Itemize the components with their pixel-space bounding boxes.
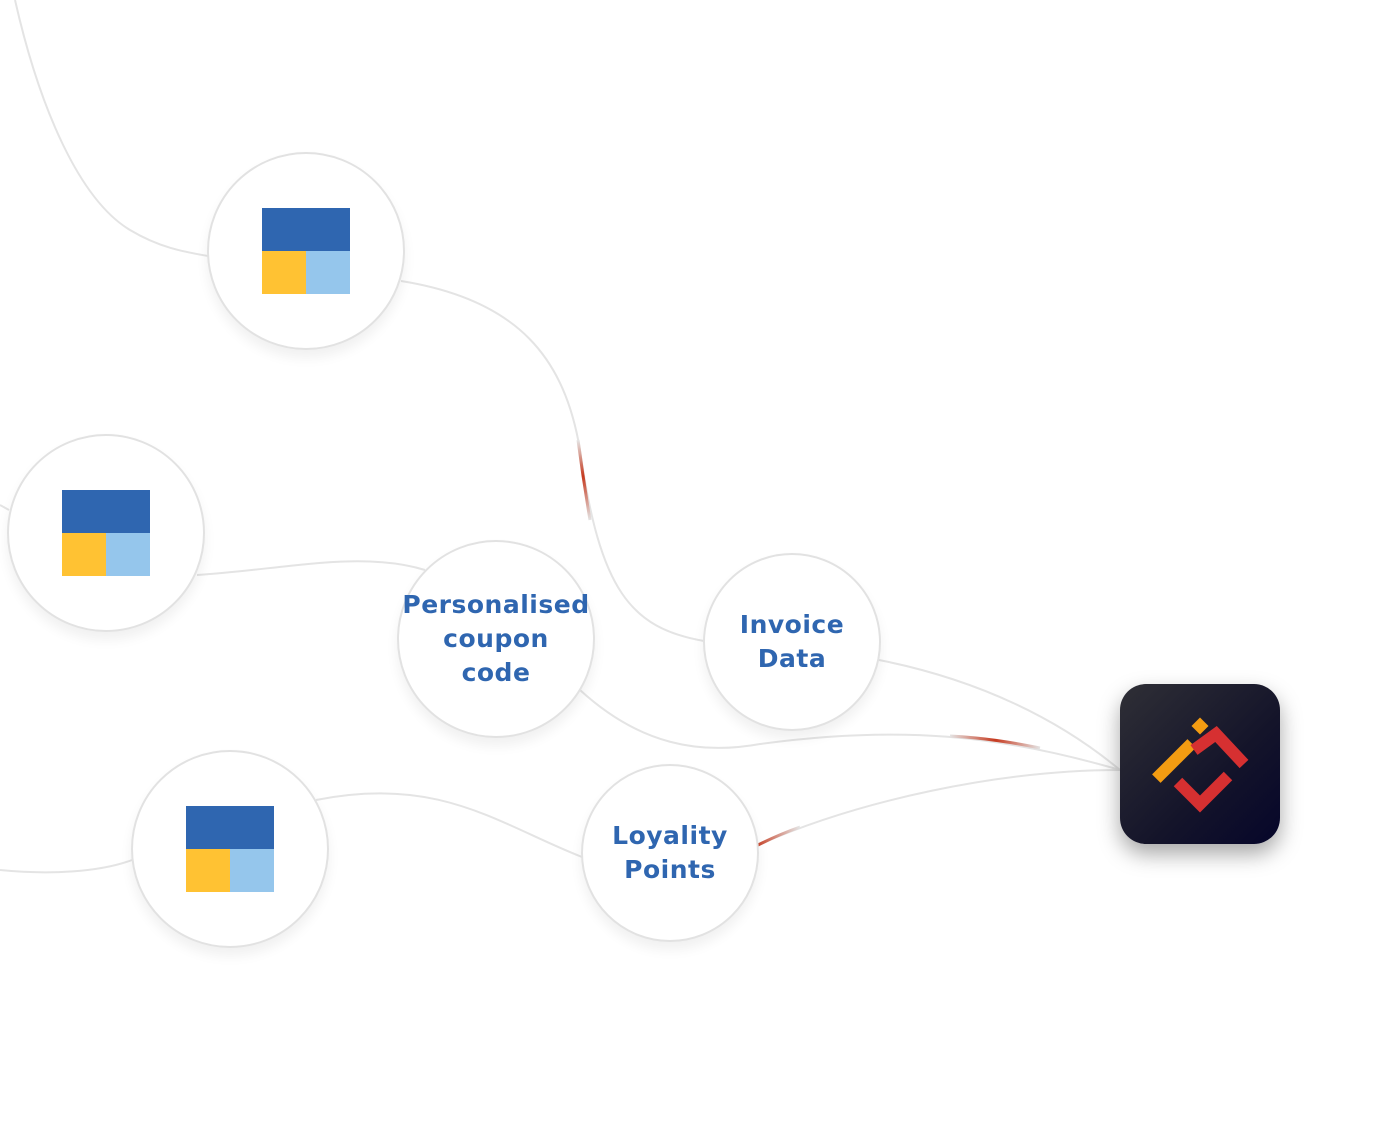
edge-source-1-to-invoice-flow xyxy=(576,439,592,521)
app-logo-icon xyxy=(1152,717,1249,813)
edge-invoice-to-app xyxy=(878,659,1121,771)
invoice-node-label: Invoice Data xyxy=(739,610,845,673)
table-data-icon xyxy=(186,806,274,892)
table-data-icon xyxy=(62,490,150,576)
coupon-node-label: Personalised coupon code xyxy=(402,590,590,687)
edge-loyalty-to-app-flow xyxy=(757,825,801,847)
coupon-node[interactable]: Personalised coupon code xyxy=(397,540,595,738)
source-node-3[interactable] xyxy=(131,750,329,948)
edge-top-to-source-1 xyxy=(14,0,209,257)
loyalty-node[interactable]: Loyality Points xyxy=(581,764,759,942)
edge-loyalty-to-app xyxy=(757,769,1121,846)
edge-coupon-to-app xyxy=(579,689,1121,771)
source-node-2[interactable] xyxy=(7,434,205,632)
invoice-node[interactable]: Invoice Data xyxy=(703,553,881,731)
edge-left-to-source-3 xyxy=(0,859,133,874)
edge-source-3-to-loyalty xyxy=(315,792,583,858)
edge-coupon-to-app-flow xyxy=(949,734,1041,750)
edge-left-to-source-2 xyxy=(0,504,10,511)
edge-source-2-to-coupon xyxy=(196,560,426,576)
target-app-tile[interactable] xyxy=(1120,684,1280,844)
table-data-icon xyxy=(262,208,350,294)
source-node-1[interactable] xyxy=(207,152,405,350)
loyalty-node-label: Loyality Points xyxy=(612,821,728,884)
